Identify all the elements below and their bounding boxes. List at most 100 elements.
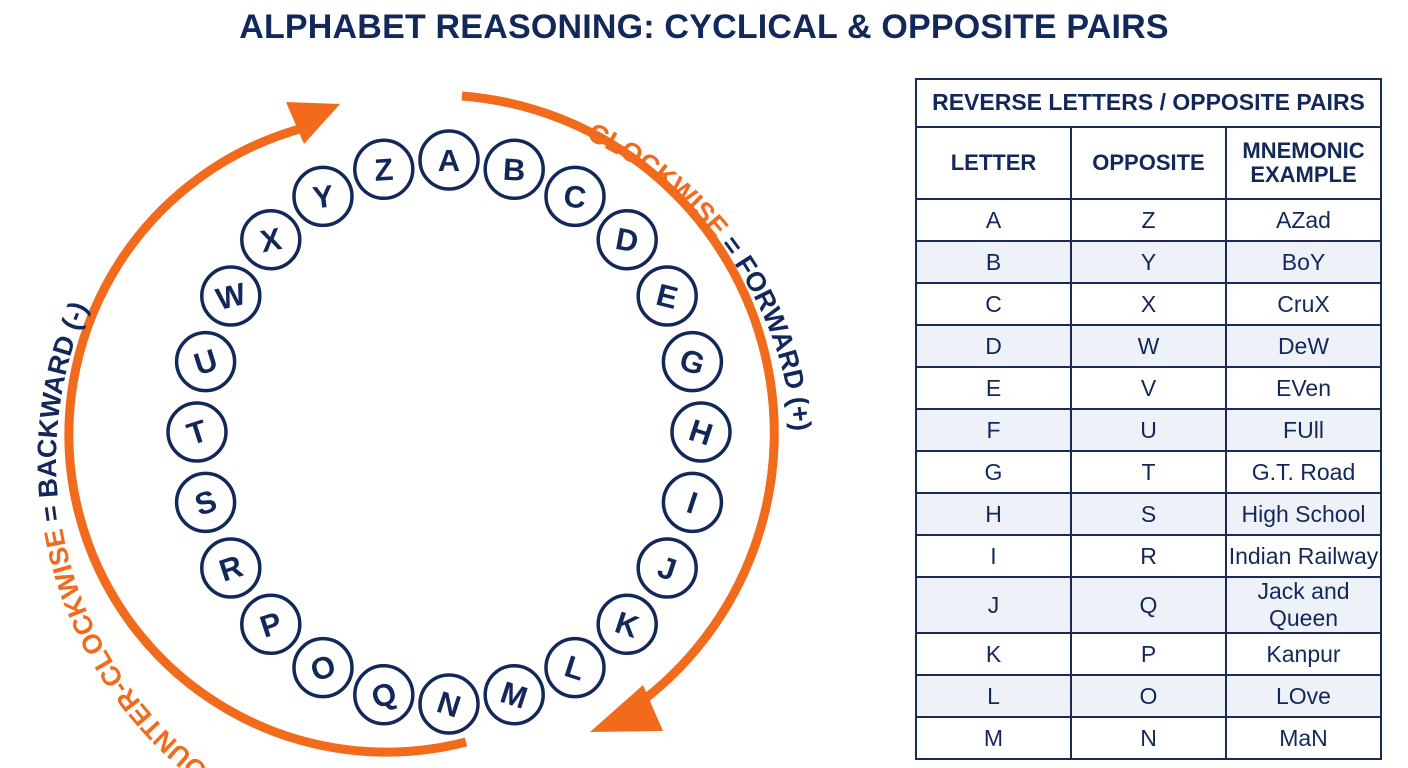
cell-mnemonic: BoY xyxy=(1225,240,1382,284)
letter-circle xyxy=(596,593,658,656)
letter-circle xyxy=(166,401,228,463)
letter-circle xyxy=(483,663,545,726)
cell-mnemonic: CruX xyxy=(1225,282,1382,326)
letter-node-n: N xyxy=(418,673,480,735)
cell-letter: L xyxy=(915,674,1072,718)
opposite-pairs-table: REVERSE LETTERS / OPPOSITE PAIRS LETTER … xyxy=(915,78,1382,760)
letter-label: Z xyxy=(373,152,394,188)
cell-opposite: Q xyxy=(1070,576,1227,634)
letter-circle xyxy=(483,138,545,201)
cell-mnemonic: G.T. Road xyxy=(1225,450,1382,494)
letter-node-j: J xyxy=(636,537,698,599)
letter-circle xyxy=(174,330,237,393)
letter-node-w: W xyxy=(200,265,262,327)
letter-node-l: L xyxy=(544,636,606,699)
letter-node-o: O xyxy=(292,636,354,699)
alphabet-cycle-diagram: CLOCKWISE = FORWARD (+) COUNTER-CLOCKWIS… xyxy=(32,91,817,768)
letter-node-c: C xyxy=(544,165,606,228)
counter-clockwise-arrowhead xyxy=(286,102,340,144)
letter-circle xyxy=(544,636,606,699)
letter-label: Y xyxy=(311,178,336,215)
letter-node-m: M xyxy=(483,663,545,726)
letter-node-g: G xyxy=(661,330,724,393)
cell-opposite: W xyxy=(1070,324,1227,368)
cell-opposite: O xyxy=(1070,674,1227,718)
letter-circle xyxy=(353,663,415,726)
cell-opposite: R xyxy=(1070,534,1227,578)
header-mnemonic: MNEMONIC EXAMPLE xyxy=(1225,126,1382,200)
cell-mnemonic: Jack and Queen xyxy=(1225,576,1382,634)
counter-clockwise-label-part1: COUNTER-CLOCKWISE xyxy=(38,527,228,768)
letter-circle xyxy=(240,593,302,656)
clockwise-label-part2: = FORWARD (+) xyxy=(711,224,817,433)
letter-circle xyxy=(636,265,698,327)
clockwise-arrow xyxy=(461,91,779,714)
letter-node-y: Y xyxy=(292,165,354,228)
letter-node-r: R xyxy=(200,537,262,599)
letter-node-d: D xyxy=(596,208,658,271)
cell-opposite: S xyxy=(1070,492,1227,536)
letter-node-p: P xyxy=(240,593,302,656)
cell-mnemonic: EVen xyxy=(1225,366,1382,410)
cell-mnemonic: LOve xyxy=(1225,674,1382,718)
cell-letter: B xyxy=(915,240,1072,284)
table-title: REVERSE LETTERS / OPPOSITE PAIRS xyxy=(915,78,1382,128)
cell-mnemonic: Indian Railway xyxy=(1225,534,1382,578)
letter-node-t: T xyxy=(166,401,228,463)
cell-mnemonic: Kanpur xyxy=(1225,632,1382,676)
cell-letter: H xyxy=(915,492,1072,536)
letter-label: B xyxy=(502,152,526,188)
letter-circle xyxy=(200,265,262,327)
letter-node-h: H xyxy=(670,401,732,463)
letter-label: A xyxy=(438,143,460,178)
letter-node-x: X xyxy=(240,208,302,271)
cell-letter: G xyxy=(915,450,1072,494)
letter-circle xyxy=(418,129,480,191)
cell-opposite: N xyxy=(1070,716,1227,760)
cell-opposite: T xyxy=(1070,450,1227,494)
letter-circle xyxy=(596,208,658,271)
letter-node-a: A xyxy=(418,129,480,191)
header-mnemonic-line2: EXAMPLE xyxy=(1250,162,1357,187)
header-opposite: OPPOSITE xyxy=(1070,126,1227,200)
cell-letter: D xyxy=(915,324,1072,368)
letter-circle xyxy=(292,636,354,699)
letter-node-i: I xyxy=(661,471,724,534)
cell-opposite: Y xyxy=(1070,240,1227,284)
cell-opposite: P xyxy=(1070,632,1227,676)
cell-opposite: V xyxy=(1070,366,1227,410)
header-letter: LETTER xyxy=(915,126,1072,200)
cell-mnemonic: DeW xyxy=(1225,324,1382,368)
letter-circle xyxy=(240,208,302,271)
cell-letter: I xyxy=(915,534,1072,578)
cell-mnemonic: AZad xyxy=(1225,198,1382,242)
letter-circle xyxy=(544,165,606,228)
letter-node-e: E xyxy=(636,265,698,327)
cell-mnemonic: FUll xyxy=(1225,408,1382,452)
letter-node-s: S xyxy=(174,471,237,534)
letter-node-b: B xyxy=(483,138,545,201)
cell-letter: F xyxy=(915,408,1072,452)
letter-node-q: Q xyxy=(353,663,415,726)
cell-mnemonic: MaN xyxy=(1225,716,1382,760)
letter-node-k: K xyxy=(596,593,658,656)
cell-letter: A xyxy=(915,198,1072,242)
cell-letter: J xyxy=(915,576,1072,634)
cell-letter: C xyxy=(915,282,1072,326)
letter-circle xyxy=(174,471,237,534)
letter-circle xyxy=(353,138,415,201)
letter-circle xyxy=(292,165,354,228)
